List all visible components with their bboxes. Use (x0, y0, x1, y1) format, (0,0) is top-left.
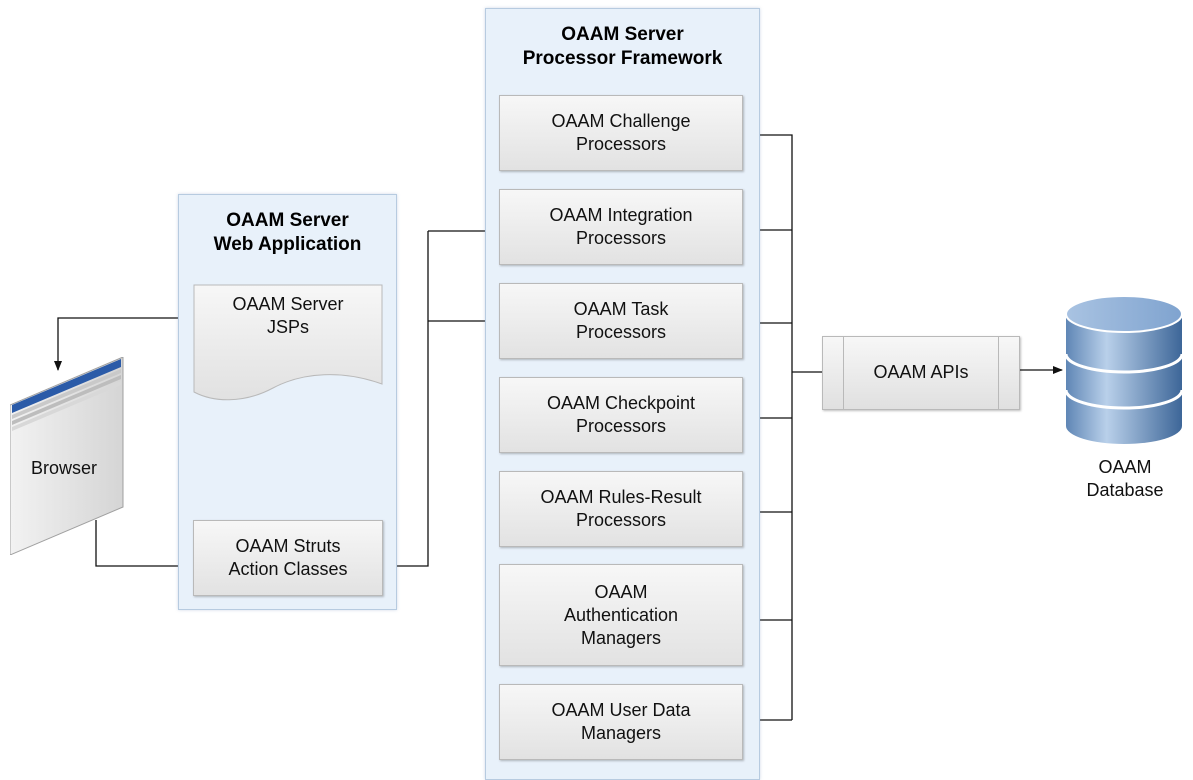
challenge-processors-box: OAAM Challenge Processors (499, 95, 743, 171)
jsp-document: OAAM Server JSPs (193, 284, 383, 408)
jsp-to-browser-arrow (54, 317, 193, 371)
rules-result-processors-box: OAAM Rules-Result Processors (499, 471, 743, 547)
jsp-label: OAAM Server JSPs (232, 294, 344, 337)
task-processors-box: OAAM Task Processors (499, 283, 743, 359)
apis-right-bracket (998, 336, 999, 410)
browser: Browser (10, 357, 125, 555)
integration-processors-box: OAAM Integration Processors (499, 189, 743, 265)
apis-left-bracket (843, 336, 844, 410)
oaam-database: OAAM Database (1063, 290, 1191, 520)
browser-label: Browser (30, 458, 97, 478)
document-shape (193, 284, 383, 401)
user-data-managers-box: OAAM User Data Managers (499, 684, 743, 760)
checkpoint-processors-box: OAAM Checkpoint Processors (499, 377, 743, 453)
authentication-managers-box: OAAM Authentication Managers (499, 564, 743, 666)
database-label: OAAM Database (1086, 457, 1164, 500)
database-cylinder-icon (1064, 295, 1184, 444)
oaam-apis-label: OAAM APIs (873, 362, 969, 382)
browser-window-icon (10, 357, 124, 555)
processor-framework-title: OAAM Server Processor Framework (522, 24, 723, 69)
processor-bus (743, 134, 793, 721)
oaam-apis-box: OAAM APIs (822, 336, 1020, 410)
browser-to-struts-arrow (95, 520, 191, 570)
struts-to-framework-line (383, 231, 429, 567)
struts-action-classes-box: OAAM Struts Action Classes (193, 520, 383, 596)
web-application-title: OAAM Server Web Application (213, 210, 362, 255)
